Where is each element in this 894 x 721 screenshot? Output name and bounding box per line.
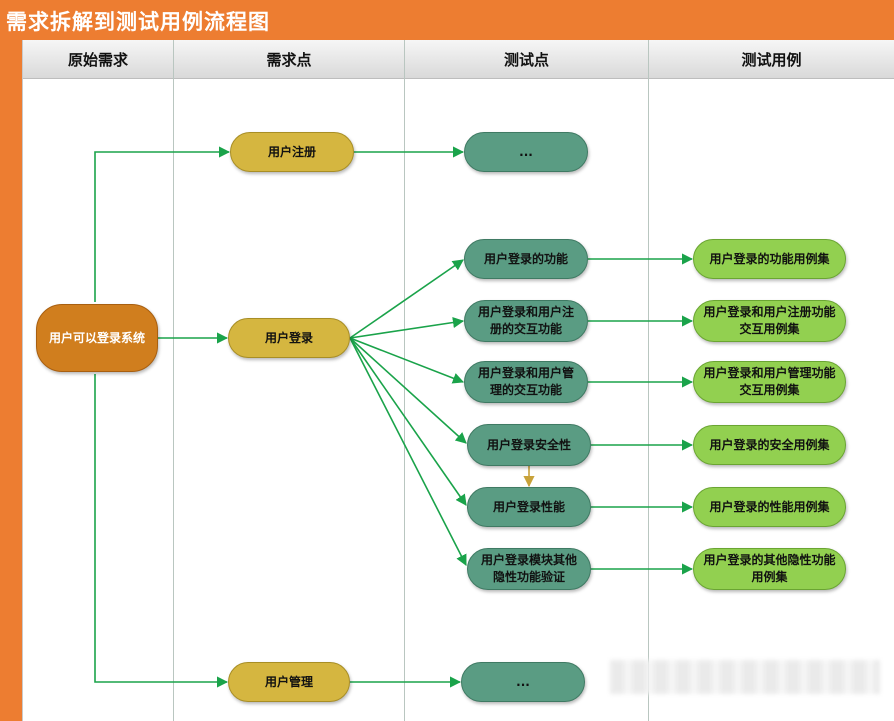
- connector-root-to-register: [94, 146, 231, 302]
- node-test-point-register[interactable]: ...: [464, 132, 588, 172]
- column-divider: [404, 40, 405, 721]
- column-header-requirement-points: 需求点: [174, 40, 404, 79]
- node-test-case-interact-register[interactable]: 用户登录和用户注册功能交互用例集: [693, 300, 846, 342]
- title-bar: 需求拆解到测试用例流程图: [0, 0, 894, 40]
- node-test-point-security[interactable]: 用户登录安全性: [467, 424, 591, 466]
- node-test-point-manage[interactable]: ...: [461, 662, 585, 702]
- node-test-point-other[interactable]: 用户登录模块其他隐性功能验证: [467, 548, 591, 590]
- connector-root-to-manage: [94, 374, 229, 688]
- node-requirement-login[interactable]: 用户登录: [228, 318, 350, 358]
- node-test-point-function[interactable]: 用户登录的功能: [464, 239, 588, 279]
- node-test-case-performance[interactable]: 用户登录的性能用例集: [693, 487, 846, 527]
- connector-login-to-other: [349, 337, 467, 566]
- node-test-case-function[interactable]: 用户登录的功能用例集: [693, 239, 846, 279]
- connector-login-to-function: [349, 259, 464, 339]
- node-test-point-interact-manage[interactable]: 用户登录和用户管理的交互功能: [464, 361, 588, 403]
- node-test-point-interact-register[interactable]: 用户登录和用户注册的交互功能: [464, 300, 588, 342]
- node-test-case-other[interactable]: 用户登录的其他隐性功能用例集: [693, 548, 846, 590]
- column-header-original-requirement: 原始需求: [23, 40, 173, 79]
- column-divider: [648, 40, 649, 721]
- node-requirement-register[interactable]: 用户注册: [230, 132, 354, 172]
- connector-login-to-interact-register: [349, 316, 465, 339]
- blurred-watermark: [610, 660, 880, 694]
- connector-login-to-security: [349, 337, 467, 444]
- diagram-title: 需求拆解到测试用例流程图: [6, 10, 270, 34]
- node-original-requirement[interactable]: 用户可以登录系统: [36, 304, 158, 372]
- column-divider: [173, 40, 174, 721]
- node-test-case-interact-manage[interactable]: 用户登录和用户管理功能交互用例集: [693, 361, 846, 403]
- left-accent-band: [0, 40, 22, 721]
- node-test-point-performance[interactable]: 用户登录性能: [467, 487, 591, 527]
- node-requirement-manage[interactable]: 用户管理: [228, 662, 350, 702]
- column-header-test-cases: 测试用例: [649, 40, 894, 79]
- node-test-case-security[interactable]: 用户登录的安全用例集: [693, 425, 846, 465]
- connector-login-to-performance: [349, 337, 467, 506]
- column-header-test-points: 测试点: [405, 40, 648, 79]
- connector-login-to-interact-manage: [349, 337, 465, 384]
